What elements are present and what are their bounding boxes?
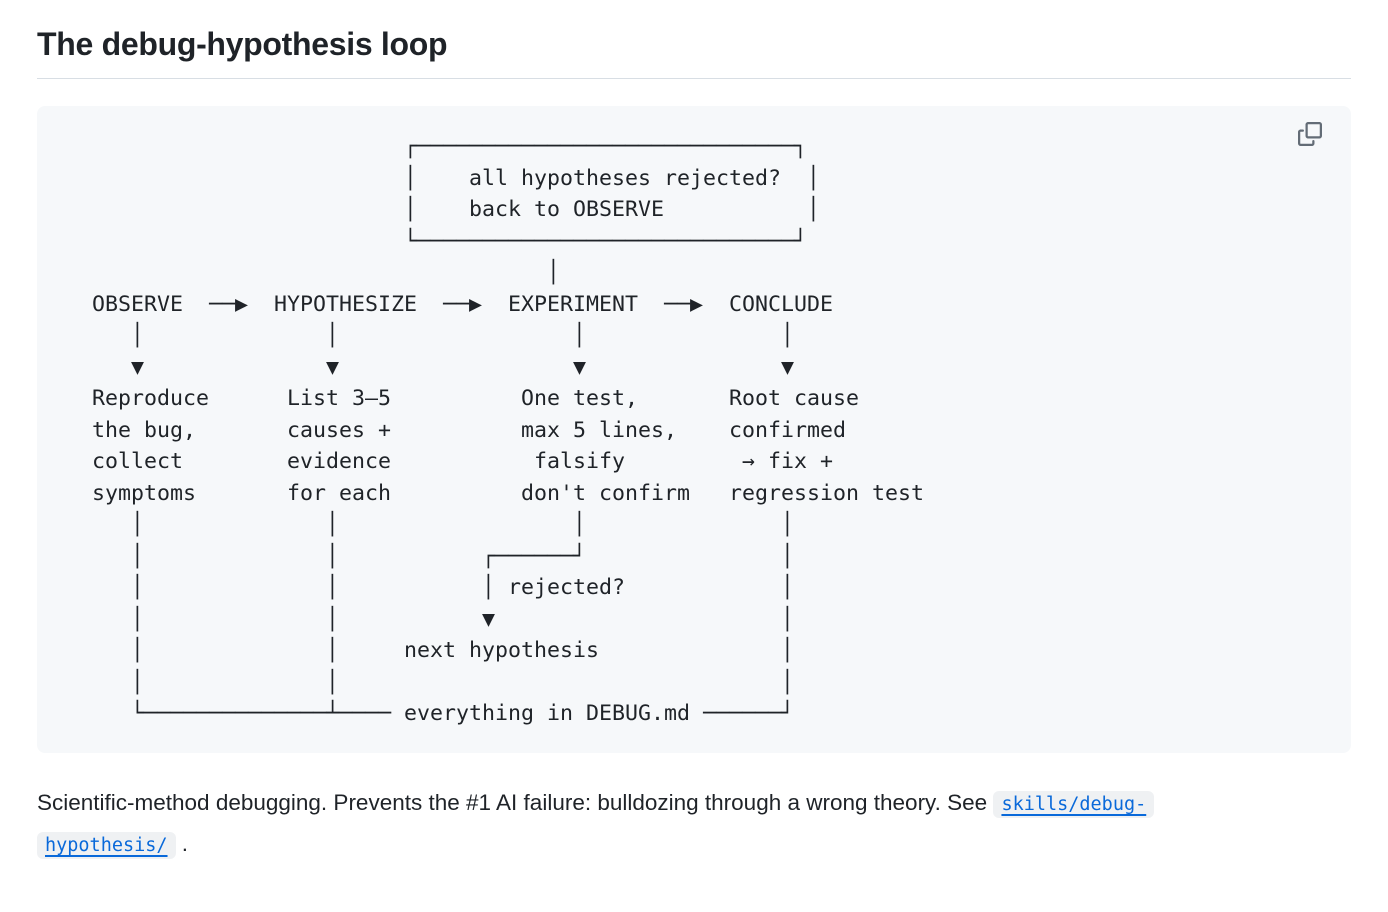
readme-content: The debug-hypothesis loop ┌─────────────… [0, 24, 1388, 865]
ascii-diagram-block: ┌─────────────────────────────┐ │ all hy… [37, 106, 1351, 753]
link-text-line1: skills/debug- [1001, 793, 1147, 815]
description-paragraph: Scientific-method debugging. Prevents th… [37, 783, 1351, 865]
description-tail: . [175, 830, 189, 856]
description-text: Scientific-method debugging. Prevents th… [37, 789, 994, 815]
page-title: The debug-hypothesis loop [37, 24, 1351, 79]
ascii-diagram: ┌─────────────────────────────┐ │ all hy… [92, 134, 925, 726]
copy-icon [1298, 122, 1322, 146]
link-text-line2: hypothesis/ [45, 834, 168, 856]
copy-button[interactable] [1295, 119, 1325, 149]
